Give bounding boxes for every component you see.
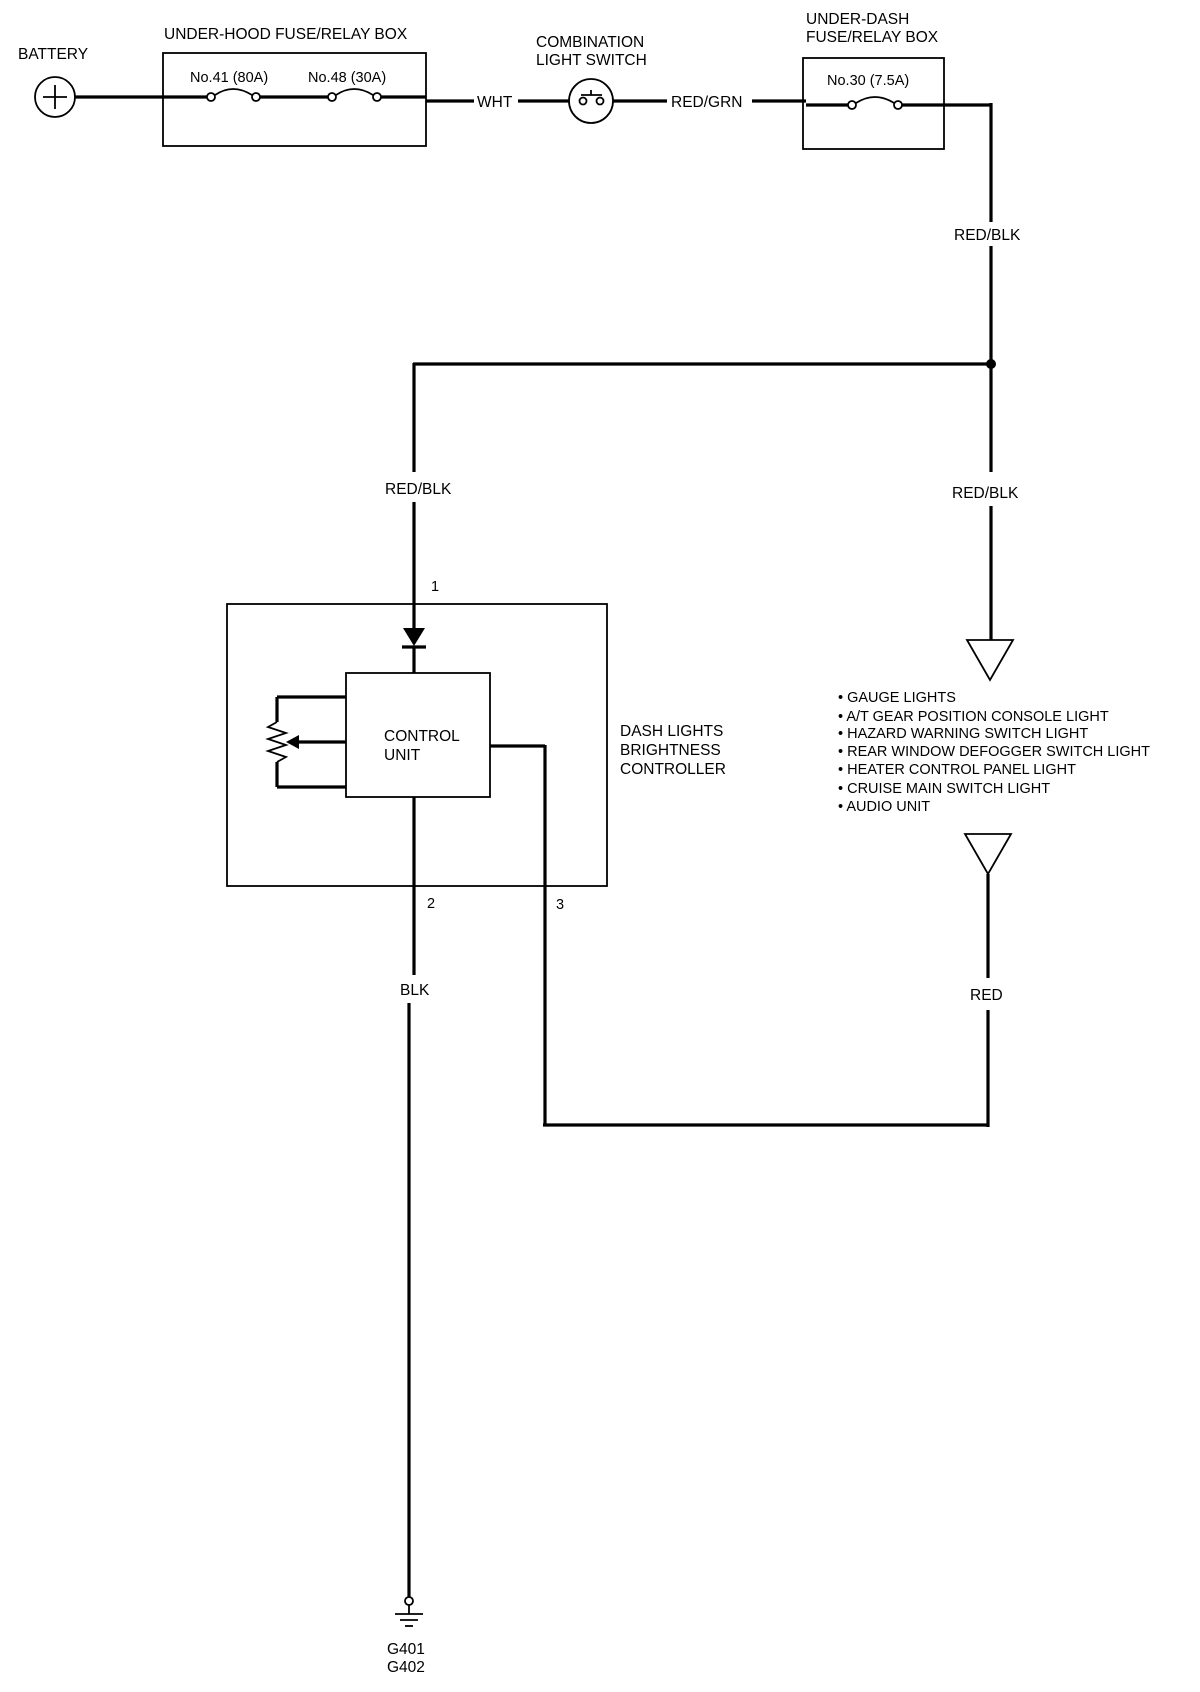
battery-label: BATTERY [18, 46, 88, 63]
light-item: REAR WINDOW DEFOGGER SWITCH LIGHT [847, 744, 1150, 760]
fuse-41-label: No.41 (80A) [190, 70, 268, 86]
underdash-box-label-line1: UNDER-DASH [806, 11, 909, 28]
bullet: • [838, 799, 846, 815]
variable-resistor-symbol [265, 695, 346, 789]
underhood-box-label: UNDER-HOOD FUSE/RELAY BOX [164, 26, 408, 43]
light-item: HEATER CONTROL PANEL LIGHT [847, 762, 1076, 778]
control-unit-label-line2: UNIT [384, 747, 421, 764]
lights-list: • GAUGE LIGHTS • A/T GEAR POSITION CONSO… [838, 690, 1150, 815]
bullet: • [838, 690, 847, 706]
light-item: CRUISE MAIN SWITCH LIGHT [847, 781, 1050, 797]
light-item: A/T GEAR POSITION CONSOLE LIGHT [846, 709, 1109, 725]
pin-3-label: 3 [556, 897, 564, 913]
controller-name-line3: CONTROLLER [620, 761, 726, 778]
fuse-48-label: No.48 (30A) [308, 70, 386, 86]
ground-symbol [395, 1596, 423, 1627]
underdash-box-label-line2: FUSE/RELAY BOX [806, 29, 939, 46]
underhood-fuse-box: UNDER-HOOD FUSE/RELAY BOX No.41 (80A) No… [162, 26, 427, 147]
ground-label-line2: G402 [387, 1659, 425, 1676]
lights-load: • GAUGE LIGHTS • A/T GEAR POSITION CONSO… [838, 639, 1150, 876]
svg-text:• HAZARD WARNING SWITCH LIGHT: • HAZARD WARNING SWITCH LIGHT [838, 726, 1088, 742]
fuse-41-symbol [206, 88, 261, 102]
svg-text:• CRUISE MAIN SWITCH LIGHT: • CRUISE MAIN SWITCH LIGHT [838, 781, 1050, 797]
svg-text:• HEATER CONTROL PANEL LIGHT: • HEATER CONTROL PANEL LIGHT [838, 762, 1076, 778]
bullet: • [838, 709, 846, 725]
pin-1-label: 1 [431, 579, 439, 595]
lights-input-connector [965, 639, 1015, 682]
wire-label-red-blk-top: RED/BLK [954, 227, 1021, 244]
lights-output-connector [963, 833, 1013, 876]
light-item: AUDIO UNIT [846, 799, 930, 815]
controller-name-line2: BRIGHTNESS [620, 742, 721, 759]
svg-text:• GAUGE LIGHTS: • GAUGE LIGHTS [838, 690, 956, 706]
fuse-30-symbol [847, 96, 903, 110]
brightness-controller: 1 CONTROL UNIT 2 3 [226, 579, 608, 913]
wire-label-red: RED [970, 987, 1003, 1004]
battery: BATTERY [18, 46, 88, 118]
control-unit-box [345, 672, 491, 798]
control-unit-label-line1: CONTROL [384, 728, 460, 745]
fuse-30-label: No.30 (7.5A) [827, 73, 909, 89]
svg-text:• REAR WINDOW DEFOGGER SWITCH: • REAR WINDOW DEFOGGER SWITCH LIGHT [838, 744, 1150, 760]
bullet: • [838, 781, 847, 797]
light-item: HAZARD WARNING SWITCH LIGHT [847, 726, 1088, 742]
fuse-48-symbol [327, 88, 382, 102]
wire-label-wht: WHT [477, 94, 513, 111]
ground-label-line1: G401 [387, 1641, 425, 1658]
controller-name-line1: DASH LIGHTS [620, 723, 723, 740]
wire-label-red-blk-right: RED/BLK [952, 485, 1019, 502]
pin-2-label: 2 [427, 896, 435, 912]
light-item: GAUGE LIGHTS [847, 690, 956, 706]
bullet: • [838, 744, 847, 760]
svg-text:• AUDIO UNIT: • AUDIO UNIT [838, 799, 930, 815]
wire-label-blk: BLK [400, 982, 430, 999]
switch-label-line1: COMBINATION [536, 34, 644, 51]
combination-light-switch: COMBINATION LIGHT SWITCH [536, 34, 647, 124]
bullet: • [838, 762, 847, 778]
underdash-fuse-box: UNDER-DASH FUSE/RELAY BOX No.30 (7.5A) [802, 11, 992, 150]
wire-label-red-blk-left: RED/BLK [385, 481, 452, 498]
wire-label-red-grn: RED/GRN [671, 94, 742, 111]
svg-text:• A/T GEAR POSITION CONSOLE LI: • A/T GEAR POSITION CONSOLE LIGHT [838, 709, 1109, 725]
diode-symbol [402, 628, 426, 673]
bullet: • [838, 726, 847, 742]
switch-label-line2: LIGHT SWITCH [536, 52, 647, 69]
